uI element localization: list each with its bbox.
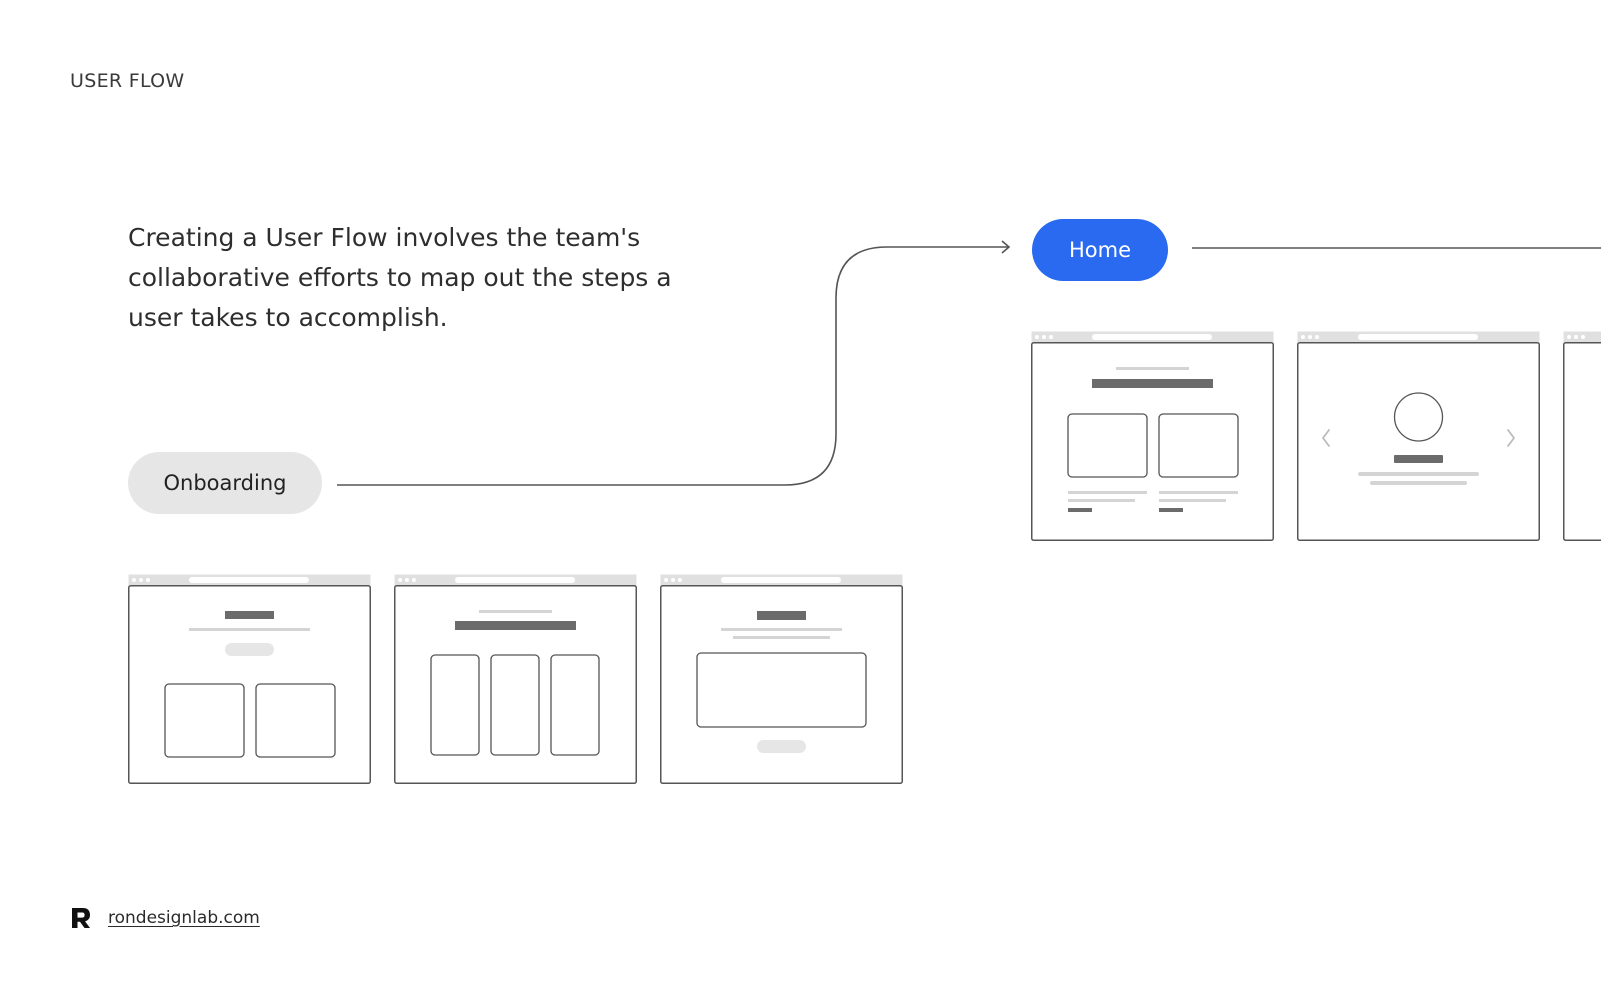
section-label: USER FLOW [70, 70, 185, 92]
wireframe-home-2 [1297, 331, 1540, 541]
rondesignlab-logo-icon [72, 908, 90, 928]
flow-step-home[interactable]: Home [1032, 219, 1168, 281]
wireframe-onboarding-3 [660, 574, 903, 784]
website-link[interactable]: rondesignlab.com [108, 908, 260, 928]
intro-paragraph: Creating a User Flow involves the team's… [128, 223, 672, 332]
flow-step-onboarding[interactable]: Onboarding [128, 452, 322, 514]
arrow-head-icon [1001, 240, 1011, 254]
wireframe-home-1 [1031, 331, 1274, 541]
footer: rondesignlab.com [70, 906, 260, 930]
wireframe-home-3-partial [1563, 331, 1601, 541]
wireframe-onboarding-2 [394, 574, 637, 784]
wireframe-onboarding-1 [128, 574, 371, 784]
